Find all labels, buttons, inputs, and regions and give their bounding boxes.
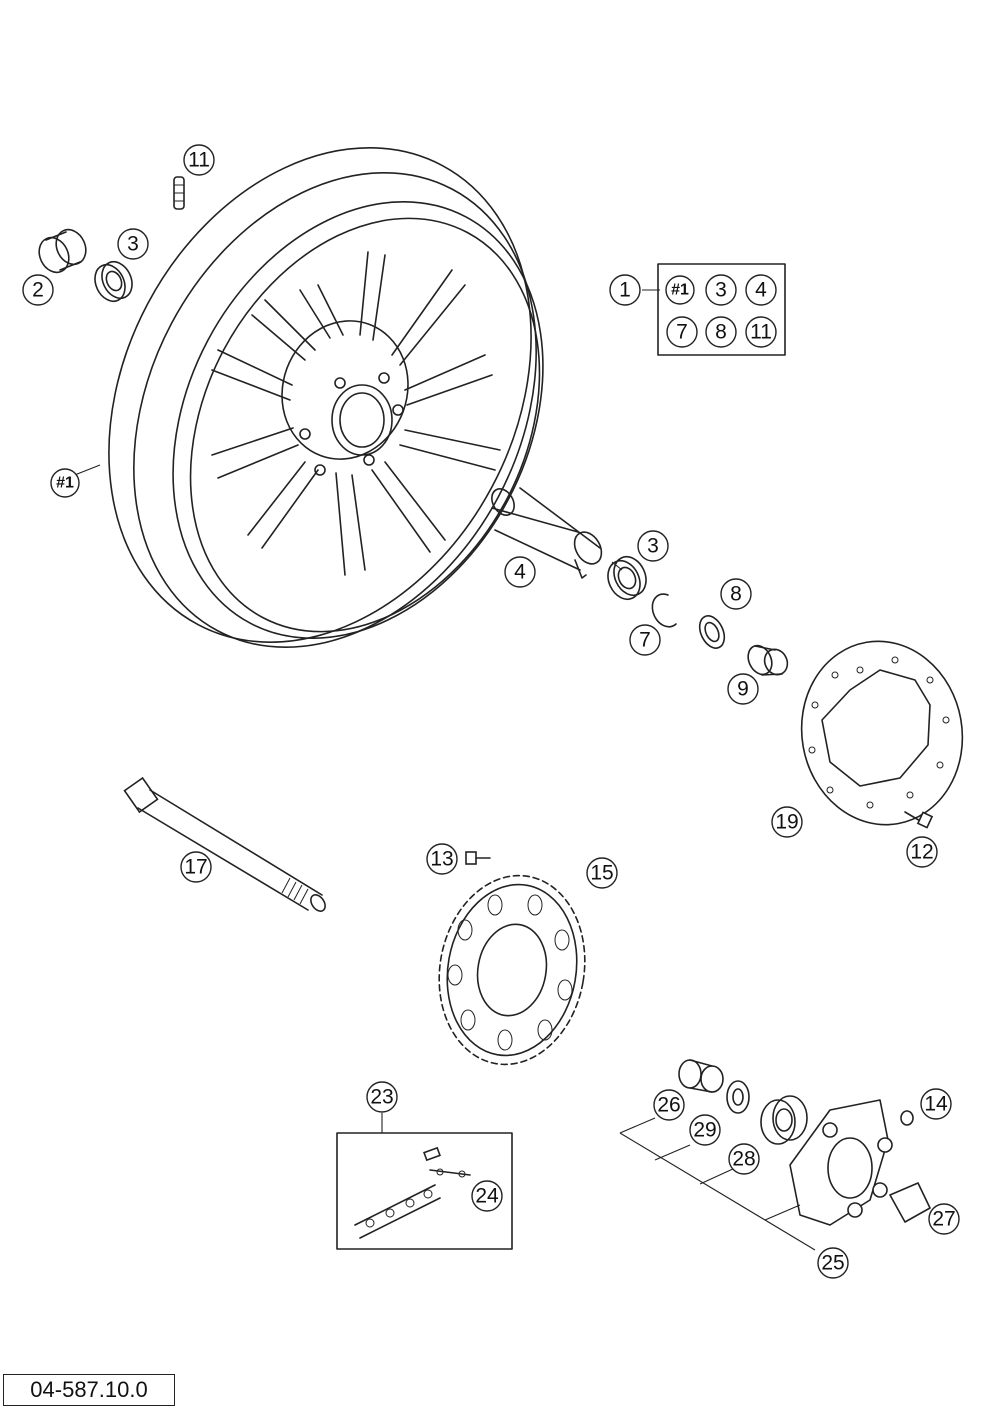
bearing-part xyxy=(94,260,133,303)
svg-text:28: 28 xyxy=(732,1148,755,1171)
callout-kit-8: 8 xyxy=(705,316,737,348)
svg-text:#1: #1 xyxy=(56,475,74,492)
callout-12: 12 xyxy=(906,836,938,868)
wheel-spokes xyxy=(211,251,501,576)
callout-8: 8 xyxy=(720,578,752,610)
circlip-part xyxy=(651,593,677,628)
svg-text:3: 3 xyxy=(715,279,727,302)
svg-text:2: 2 xyxy=(32,279,44,302)
callout-23: 23 xyxy=(366,1081,398,1113)
svg-text:13: 13 xyxy=(430,848,453,871)
callout-kit-3: 3 xyxy=(705,274,737,306)
svg-text:3: 3 xyxy=(647,535,659,558)
callout-28: 28 xyxy=(728,1143,760,1175)
chain-kit-box xyxy=(336,1113,513,1250)
chain-part xyxy=(354,1184,441,1239)
damper-part xyxy=(889,1182,931,1223)
callout-14: 14 xyxy=(920,1088,952,1120)
assembly-leader-lines xyxy=(619,1117,816,1251)
spacer-part xyxy=(678,1059,724,1093)
spacer-part xyxy=(747,644,789,676)
svg-text:25: 25 xyxy=(821,1252,844,1275)
callout-29: 29 xyxy=(689,1114,721,1146)
rear-wheel-rim xyxy=(108,147,544,649)
callout-27: 27 xyxy=(928,1203,960,1235)
svg-text:7: 7 xyxy=(676,321,688,344)
callout-3-mid: 3 xyxy=(637,530,669,562)
kit-contents-box xyxy=(657,263,786,356)
sprocket-carrier-part xyxy=(789,1099,893,1226)
svg-text:3: 3 xyxy=(127,233,139,256)
callout-26: 26 xyxy=(653,1089,685,1121)
distance-sleeve-part xyxy=(491,487,603,579)
callout-2: 2 xyxy=(22,274,54,306)
callout-kit-hash1: #1 xyxy=(665,275,695,305)
callout-9: 9 xyxy=(727,673,759,705)
document-number-label: 04-587.10.0 xyxy=(3,1374,175,1406)
svg-text:26: 26 xyxy=(657,1094,680,1117)
bearing-part xyxy=(607,555,647,601)
wheel-spindle-part xyxy=(123,776,326,912)
callout-25: 25 xyxy=(817,1247,849,1279)
svg-text:11: 11 xyxy=(188,149,210,172)
callout-13: 13 xyxy=(426,843,458,875)
svg-text:23: 23 xyxy=(370,1086,393,1109)
callout-24: 24 xyxy=(471,1180,503,1212)
svg-text:7: 7 xyxy=(639,629,651,652)
callout-1: 1 xyxy=(609,274,641,306)
callout-15: 15 xyxy=(586,857,618,889)
rear-sprocket-part xyxy=(438,874,586,1066)
svg-text:9: 9 xyxy=(737,678,749,701)
svg-text:29: 29 xyxy=(693,1119,716,1142)
brake-disc-part xyxy=(800,640,964,826)
svg-text:4: 4 xyxy=(514,561,526,584)
svg-text:17: 17 xyxy=(184,856,207,879)
callout-kit-7: 7 xyxy=(666,316,698,348)
spacer-part xyxy=(38,228,87,274)
svg-text:15: 15 xyxy=(590,862,613,885)
svg-text:24: 24 xyxy=(475,1185,499,1208)
washer-part xyxy=(698,615,726,649)
callout-7: 7 xyxy=(629,624,661,656)
sprocket-screw-part xyxy=(465,851,491,865)
svg-text:8: 8 xyxy=(715,321,727,344)
svg-text:14: 14 xyxy=(924,1093,948,1116)
valve-part xyxy=(173,176,185,210)
svg-text:12: 12 xyxy=(910,841,933,864)
bearing-part xyxy=(760,1095,808,1145)
callout-kit-4: 4 xyxy=(745,274,777,306)
callout-3-top: 3 xyxy=(117,228,149,260)
chain-link-part xyxy=(423,1146,471,1178)
svg-text:1: 1 xyxy=(619,279,631,302)
callout-4: 4 xyxy=(504,556,536,588)
callout-hash1-rim: #1 xyxy=(50,468,80,498)
svg-text:11: 11 xyxy=(750,321,772,344)
wheel-hub xyxy=(281,320,409,476)
svg-text:8: 8 xyxy=(730,583,742,606)
callout-11-valve: 11 xyxy=(183,144,215,176)
callout-19: 19 xyxy=(771,806,803,838)
svg-text:19: 19 xyxy=(775,811,798,834)
disc-screw-part xyxy=(904,811,934,829)
svg-text:4: 4 xyxy=(755,279,767,302)
callout-kit-11: 11 xyxy=(745,316,777,348)
washer-part xyxy=(726,1080,750,1114)
nut-part xyxy=(900,1110,914,1126)
svg-text:#1: #1 xyxy=(671,282,689,299)
callout-17: 17 xyxy=(180,851,212,883)
svg-text:27: 27 xyxy=(932,1208,955,1231)
